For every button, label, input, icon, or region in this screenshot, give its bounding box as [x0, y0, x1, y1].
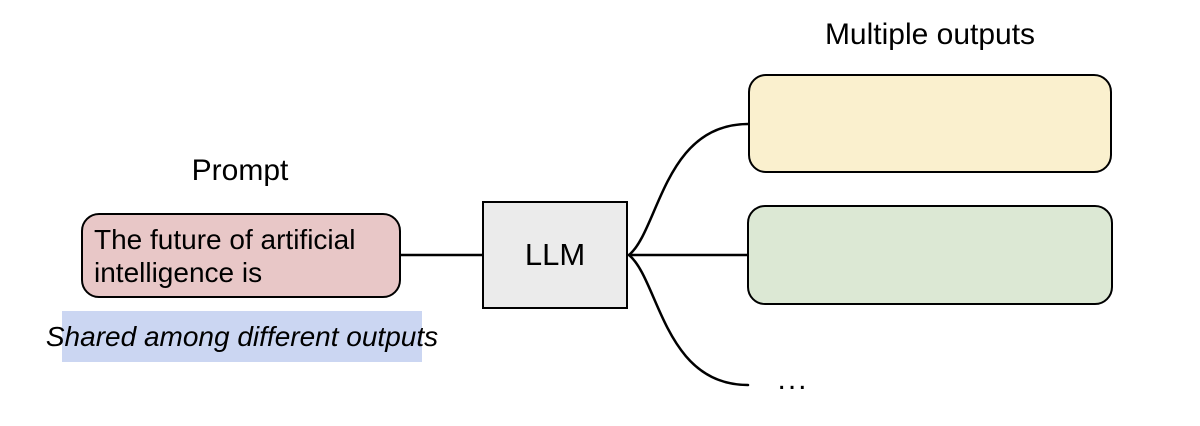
- prompt-box: The future of artificial intelligence is: [81, 213, 401, 298]
- output-box-2: [747, 205, 1113, 305]
- llm-box-label: LLM: [524, 237, 586, 272]
- llm-to-ellipsis-curve: [627, 253, 750, 387]
- llm-to-output1-curve: [627, 122, 750, 257]
- shared-prompt-note-text: Shared among different outputs: [45, 320, 439, 352]
- multiple-outputs-heading: Multiple outputs: [824, 18, 1036, 51]
- prompt-heading: Prompt: [191, 154, 289, 187]
- prompt-box-text: The future of artificial intelligence is: [94, 224, 356, 288]
- shared-prompt-note: Shared among different outputs: [46, 311, 438, 362]
- output-box-1: [748, 74, 1112, 173]
- more-outputs-ellipsis: ...: [777, 363, 809, 396]
- llm-box: LLM: [482, 201, 628, 309]
